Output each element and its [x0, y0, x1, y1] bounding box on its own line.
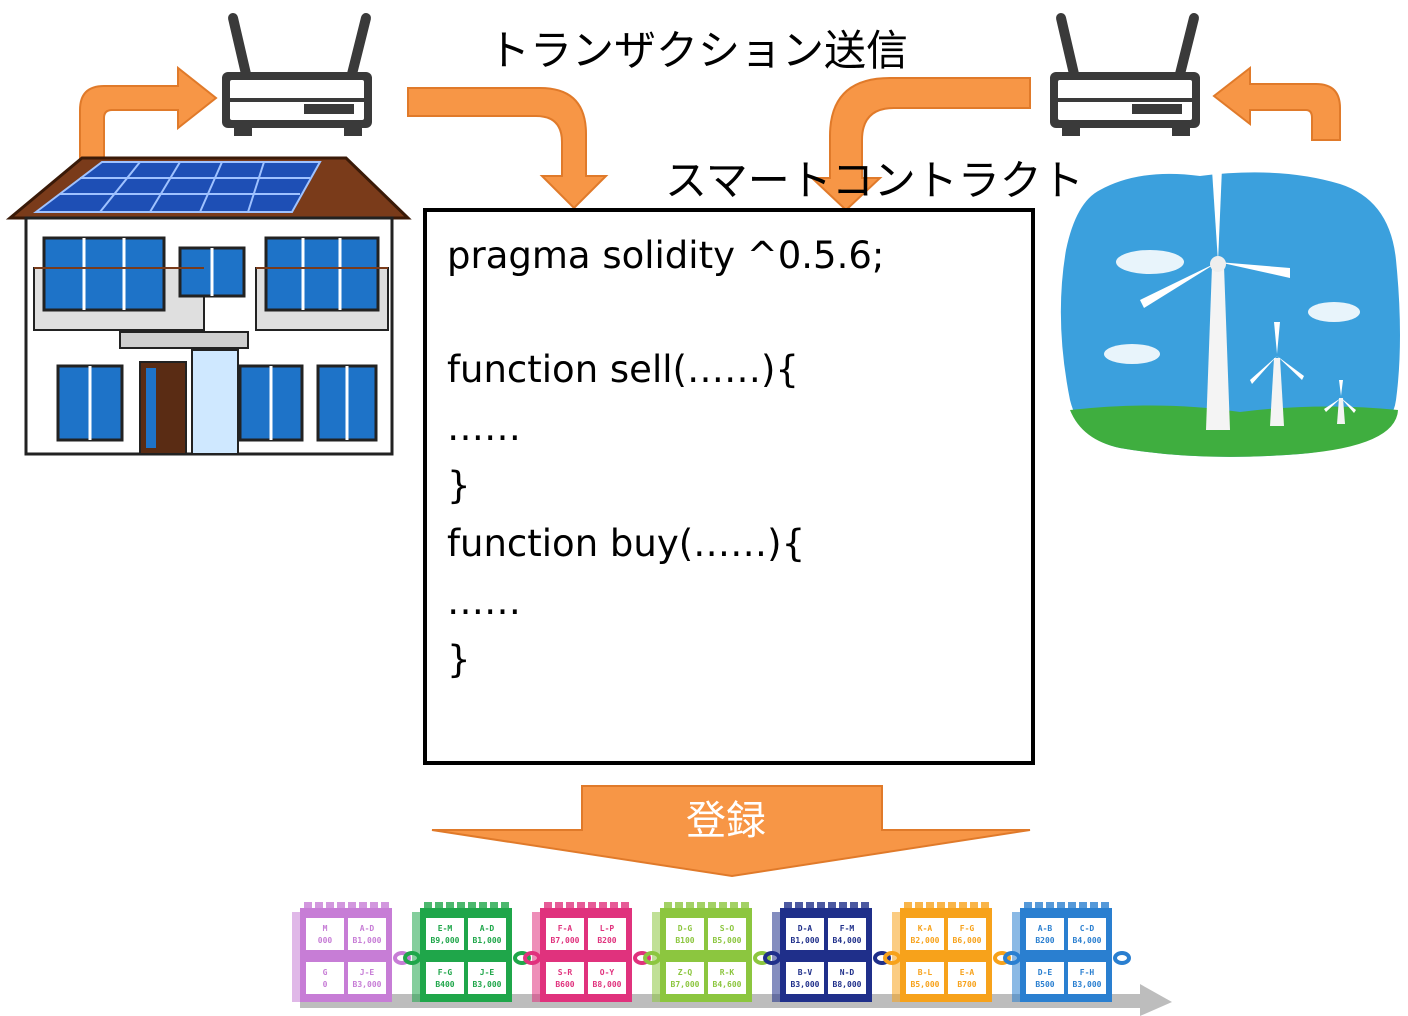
block-cell-label: E-A: [960, 968, 975, 977]
block-cell-value: B3,000: [1073, 980, 1102, 989]
block-cell-value: B1,000: [353, 936, 382, 945]
block-cell-value: B700: [957, 980, 976, 989]
chain-link-icon: [993, 951, 1011, 965]
block-cell-value: B3,000: [353, 980, 382, 989]
block-cell-value: 0: [323, 980, 328, 989]
code-line: pragma solidity ^0.5.6;: [447, 234, 885, 277]
block-cell-value: B1,000: [791, 936, 820, 945]
block-cell-label: B-L: [918, 968, 933, 977]
left-router-icon: [222, 13, 372, 136]
chain-link-icon: [1113, 951, 1131, 965]
block-cell-value: B9,000: [431, 936, 460, 945]
block-cell-value: B600: [555, 980, 574, 989]
code-line: }: [447, 464, 471, 507]
block-cell-value: B200: [597, 936, 616, 945]
code-line: ……: [447, 580, 521, 623]
block-cell-label: L-P: [600, 924, 615, 933]
block-cell-label: A-B: [1038, 924, 1053, 933]
block-cell-value: 000: [318, 936, 333, 945]
transaction-send-label: トランザクション送信: [488, 26, 909, 75]
block-cell-label: O-Y: [600, 968, 615, 977]
block-cell-value: B3,000: [791, 980, 820, 989]
chain-link-icon: [513, 951, 531, 965]
block-cell-value: B7,000: [551, 936, 580, 945]
block-cell-value: B5,000: [713, 936, 742, 945]
register-arrow: [431, 785, 1031, 878]
house-illustration: [5, 156, 412, 456]
register-label: 登録: [686, 798, 766, 844]
block-cell-label: F-G: [438, 968, 453, 977]
block-cell-label: N-D: [840, 968, 855, 977]
block-cell-label: D-G: [678, 924, 693, 933]
block-cell-label: J-E: [360, 968, 375, 977]
right-router-icon: [1050, 13, 1200, 136]
arrow-router-to-contract: [407, 87, 609, 210]
wind-farm-illustration: [1060, 168, 1400, 457]
block-cell-value: B200: [1035, 936, 1054, 945]
block-cell-label: D-E: [1038, 968, 1053, 977]
block-cell-value: B3,000: [473, 980, 502, 989]
chain-link-icon: [873, 951, 891, 965]
block-cell-label: C-D: [1080, 924, 1095, 933]
arrow-house-to-router: [79, 65, 218, 159]
code-line: ……: [447, 406, 521, 449]
chain-link-icon: [633, 951, 651, 965]
block-cell-value: B4,000: [833, 936, 862, 945]
block-cell-value: B7,000: [671, 980, 700, 989]
block-cell-label: F-G: [960, 924, 975, 933]
arrow-windfarm-to-router: [1212, 65, 1341, 141]
block-cell-value: B500: [1035, 980, 1054, 989]
block-cell-value: B6,000: [953, 936, 982, 945]
block-cell-label: K-A: [918, 924, 933, 933]
block-cell-label: E-M: [438, 924, 453, 933]
code-line: }: [447, 638, 471, 681]
block-cell-label: M: [323, 924, 328, 933]
block-cell-value: B2,000: [911, 936, 940, 945]
block-cell-value: B8,000: [593, 980, 622, 989]
smart-contract-label: スマートコントラクト: [665, 156, 1084, 205]
block-cell-value: B100: [675, 936, 694, 945]
block-cell-label: S-R: [558, 968, 573, 977]
block-cell-label: S-O: [720, 924, 735, 933]
chain-link-icon: [753, 951, 771, 965]
block-cell-label: A-D: [360, 924, 375, 933]
block-cell-label: A-D: [480, 924, 495, 933]
block-cell-value: B8,000: [833, 980, 862, 989]
block-cell-value: B4,000: [1073, 936, 1102, 945]
block-cell-label: R-K: [720, 968, 735, 977]
block-cell-label: B-V: [798, 968, 813, 977]
block-cell-label: J-E: [480, 968, 495, 977]
chain-link-icon: [393, 951, 411, 965]
block-cell-value: B5,000: [911, 980, 940, 989]
block-cell-value: B4,600: [713, 980, 742, 989]
code-line: function sell(……){: [447, 348, 799, 391]
block-cell-value: B1,000: [473, 936, 502, 945]
code-line: function buy(……){: [447, 522, 806, 565]
block-cell-value: B400: [435, 980, 454, 989]
block-cell-label: F-A: [558, 924, 573, 933]
block-cell-label: D-A: [798, 924, 813, 933]
arrow-router-to-contract-right: [809, 77, 1031, 212]
block-cell-label: F-H: [1080, 968, 1095, 977]
block-cell-label: F-M: [840, 924, 855, 933]
smart-contract-code-box: pragma solidity ^0.5.6; function sell(………: [423, 208, 1035, 765]
block-cell-label: Z-Q: [678, 968, 693, 977]
block-cell-label: G: [323, 968, 328, 977]
